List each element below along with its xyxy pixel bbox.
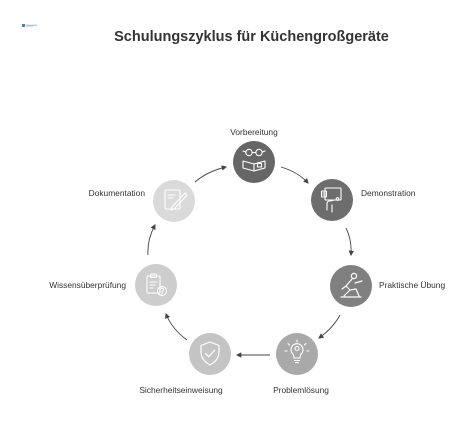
step-circle bbox=[189, 333, 231, 375]
step-praktische-uebung bbox=[330, 265, 372, 307]
step-label-dokumentation: Dokumentation bbox=[88, 188, 145, 198]
step-problemloesung bbox=[276, 333, 318, 375]
clipboard-question-icon bbox=[146, 273, 168, 297]
step-circle bbox=[233, 141, 275, 183]
brand-logo-icon bbox=[22, 24, 37, 27]
step-circle bbox=[135, 264, 177, 306]
page-title: Schulungszyklus für Küchengroßgeräte bbox=[114, 29, 389, 45]
step-label-demonstration: Demonstration bbox=[361, 188, 416, 198]
arrow-dokumentation-vorbereitung bbox=[194, 165, 228, 183]
step-label-vorbereitung: Vorbereitung bbox=[230, 127, 278, 137]
arrow-wissensueberpruefung-dokumentation bbox=[147, 224, 156, 256]
step-sicherheitseinweisung bbox=[189, 333, 231, 375]
step-dokumentation bbox=[153, 180, 195, 222]
arrow-sicherheitseinweisung-wissensueberpruefung bbox=[165, 312, 188, 341]
reading-person-icon bbox=[242, 148, 266, 172]
presentation-icon bbox=[320, 187, 342, 213]
step-demonstration bbox=[311, 179, 353, 221]
arrows bbox=[147, 165, 354, 358]
step-circle bbox=[330, 265, 372, 307]
arrow-demonstration-praktische-uebung bbox=[345, 227, 354, 257]
step-vorbereitung bbox=[233, 141, 275, 183]
step-label-praktische-uebung: Praktische Übung bbox=[379, 280, 446, 290]
lightbulb-gear-icon bbox=[284, 339, 310, 364]
step-circle bbox=[153, 180, 195, 222]
step-wissensueberpruefung bbox=[135, 264, 177, 306]
step-circle bbox=[276, 333, 318, 375]
document-pen-icon bbox=[164, 189, 188, 211]
arrow-praktische-uebung-problemloesung bbox=[318, 314, 341, 339]
step-label-sicherheitseinweisung: Sicherheitseinweisung bbox=[139, 385, 223, 395]
worker-icon bbox=[340, 272, 363, 298]
step-label-wissensueberpruefung: Wissensüberprüfung bbox=[49, 280, 126, 290]
arrow-vorbereitung-demonstration bbox=[280, 166, 309, 184]
shield-check-icon bbox=[200, 341, 220, 366]
step-label-problemloesung: Problemlösung bbox=[273, 385, 329, 395]
